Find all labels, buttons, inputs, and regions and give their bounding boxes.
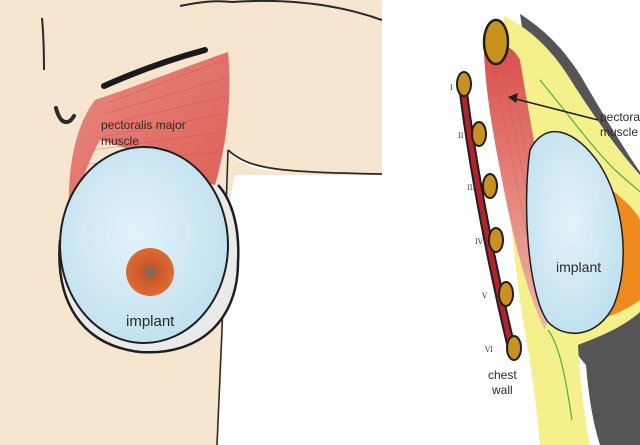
fascia-line xyxy=(539,79,640,193)
muscle-pointer-arrowhead xyxy=(508,93,518,103)
neck-line xyxy=(41,17,45,71)
top-rib-head xyxy=(482,18,510,66)
rib-numeral-4: IV xyxy=(475,238,484,246)
rib-numeral-5: V xyxy=(481,292,488,300)
side-muscle-label-line2: muscle xyxy=(600,125,638,139)
rib-numeral-3: III xyxy=(467,184,476,192)
rib-5 xyxy=(498,281,514,307)
side-muscle-label-line1: pectoralis xyxy=(600,110,640,124)
shoulder-skin xyxy=(190,0,385,174)
chest-wall-fill xyxy=(459,77,515,353)
front-muscle-label-line1: pectoralis major xyxy=(101,118,186,132)
front-implant xyxy=(59,146,229,344)
rib-1 xyxy=(456,71,472,97)
side-view: I II III IV V VI pectoralis muscle impla… xyxy=(450,14,640,445)
ribs xyxy=(456,71,522,361)
chest-wall-label-line2: wall xyxy=(491,383,513,397)
side-implant xyxy=(525,131,624,335)
chest-wall-label-line1: chest xyxy=(488,368,517,382)
sternal-notch xyxy=(54,106,76,125)
rib-numeral-2: II xyxy=(458,132,464,140)
rib-numeral-6: VI xyxy=(484,346,493,354)
front-pectoralis-muscle xyxy=(68,52,230,230)
fascia-line-lower xyxy=(547,329,573,421)
rib-4 xyxy=(488,227,504,253)
clavicle xyxy=(101,47,208,89)
front-muscle-label-line2: muscle xyxy=(101,134,139,148)
rib-2 xyxy=(471,121,487,147)
front-implant-label: implant xyxy=(126,313,175,330)
nipple xyxy=(145,267,155,277)
rib-3 xyxy=(482,173,498,199)
arm-underside-outline xyxy=(227,149,383,175)
side-implant-label: implant xyxy=(556,259,601,275)
muscle-pointer-line xyxy=(511,97,599,121)
torso-side-outline xyxy=(216,149,229,445)
rib-6 xyxy=(506,335,522,361)
rib-numeral-1: I xyxy=(450,84,453,92)
shoulder-outline xyxy=(179,0,383,21)
